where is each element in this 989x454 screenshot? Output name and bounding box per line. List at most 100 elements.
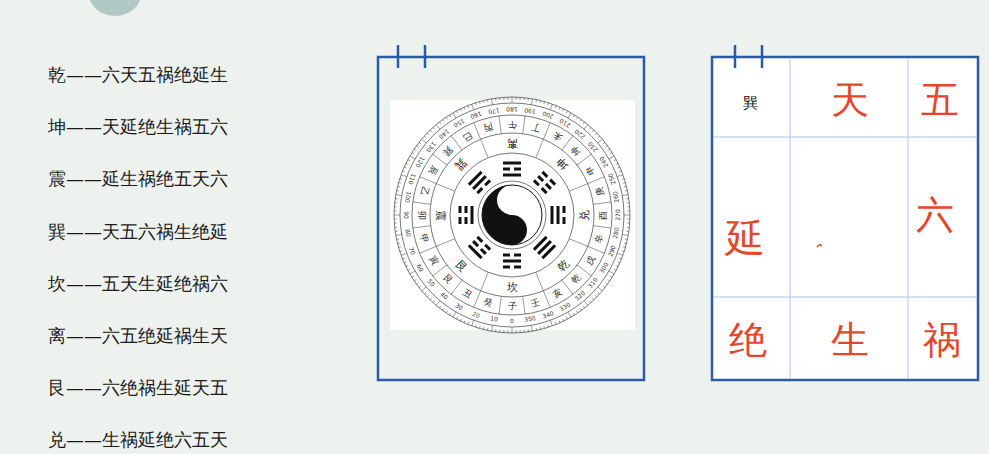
ring-divider [569,239,587,247]
degree-tick [625,239,627,241]
yin-yang-dot [508,226,516,234]
trigram-symbol [563,217,566,224]
trigram-symbol [469,172,482,185]
degree-tick [396,195,402,196]
degree-tick [475,325,477,327]
degree-tick [625,190,627,192]
degree-tick [495,329,496,331]
mountain-name: 丁 [530,122,541,133]
degree-tick [605,146,607,147]
degree-tick [528,98,529,100]
degree-tick [627,210,629,211]
grid-cell: 生 [831,321,869,359]
degree-tick [555,106,557,108]
degree-tick [439,122,441,124]
degree-tick [422,287,427,291]
trigram-symbol [477,237,482,242]
degree-tick [457,317,458,319]
degree-tick [403,170,405,172]
degree-tick [622,234,628,235]
degree-tick [568,312,571,317]
notebook-frame [378,57,644,380]
degree-number: 190 [524,107,536,115]
degree-tick [543,102,545,104]
ring-divider [499,296,501,314]
degree-tick [627,219,629,220]
degree-tick [433,127,435,129]
degree-tick [516,330,517,332]
degree-tick [528,329,529,331]
ring-divider [588,246,605,253]
degree-tick [583,122,585,124]
ring-divider [577,154,591,165]
degree-tick [443,120,444,122]
degree-tick [524,330,525,332]
degree-tick [622,195,628,196]
degree-tick [436,125,440,130]
degree-tick [464,321,465,323]
degree-tick [609,271,614,274]
compass-ring [400,103,624,327]
degree-tick [618,262,620,263]
degree-tick [603,142,605,144]
degree-tick [618,167,620,168]
trigram-symbol [471,206,474,224]
degree-tick [547,103,549,105]
grid-cell: 绝 [729,321,767,359]
trigram-symbol [485,245,490,250]
degree-tick [550,320,552,326]
trigram-symbol [503,168,510,171]
degree-tick [616,266,618,267]
degree-tick [453,113,456,118]
degree-tick [394,206,396,207]
degree-tick [598,139,603,143]
degree-tick [408,160,410,161]
trigram-symbol [514,168,521,171]
compass-ring [394,97,630,333]
degree-tick [520,330,521,332]
trigram-symbol [503,162,521,165]
degree-tick [394,210,396,211]
degree-tick [589,127,591,129]
grid-cell: 天 [831,81,869,119]
degree-tick [439,306,441,308]
degree-tick [403,258,405,260]
degree-tick [414,280,416,281]
compass-ring [478,181,546,249]
degree-tick [624,186,626,188]
mountain-name: 午 [508,120,517,129]
degree-tick [475,103,477,105]
rule-line: 兑——生祸延绝六五天 [48,431,228,449]
degree-tick [563,319,564,321]
degree-tick [412,276,414,277]
degree-tick [626,231,628,232]
degree-tick [457,111,458,113]
ring-divider [420,246,437,253]
degree-tick [400,178,402,180]
degree-tick [408,269,410,270]
degree-tick [627,206,629,207]
degree-tick [619,170,621,172]
degree-tick [589,301,591,303]
trigram-symbol [534,180,539,185]
degree-tick [410,271,415,274]
frame-tab [761,45,764,68]
degree-tick [584,301,588,306]
degree-tick [617,253,623,255]
rule-line: 艮——六绝祸生延天五 [48,379,228,397]
degree-tick [419,142,421,144]
degree-tick [395,198,397,199]
trigram-symbol [481,249,486,254]
degree-tick [395,227,397,228]
degree-tick [614,160,616,161]
grid-line [908,58,909,379]
degree-tick [624,215,630,216]
grid-line [790,58,791,379]
degree-tick [417,283,419,284]
degree-tick [605,283,607,284]
trigram-symbol [465,206,468,213]
degree-tick [609,156,614,159]
degree-tick [568,113,571,118]
degree-tick [414,149,416,150]
ring-divider [436,184,454,192]
